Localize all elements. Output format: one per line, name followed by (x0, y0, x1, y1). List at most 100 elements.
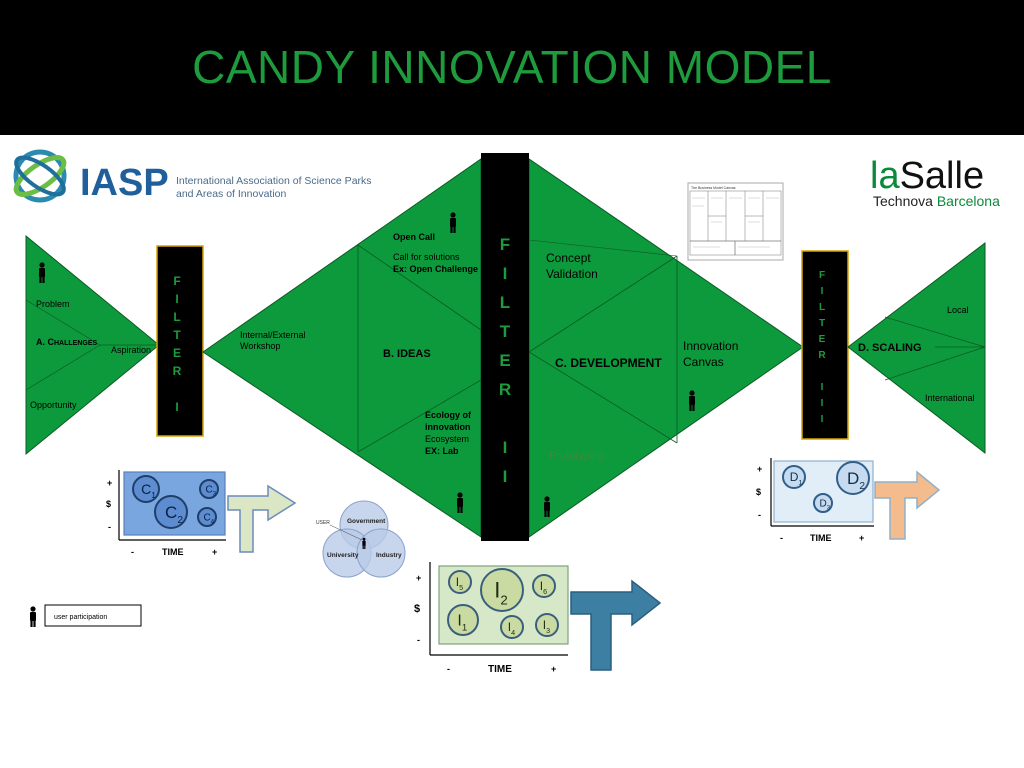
bubble-subscript: 1 (798, 478, 802, 487)
canvas-thumbnail-title: The Business Model Canvas (691, 186, 736, 190)
filter-letter: E (819, 334, 826, 345)
bubble-letter: I (457, 613, 461, 630)
filter-letter: F (500, 235, 510, 254)
bubble-letter: C (165, 503, 177, 522)
bubble-letter: C (206, 485, 213, 496)
chart-i-y-plus: + (416, 573, 421, 583)
bubble-label: I3 (543, 618, 550, 635)
lasalle-name-salle: Salle (900, 155, 985, 197)
lasalle-name: laSalle (870, 155, 984, 197)
chart-d-y-plus: + (757, 464, 762, 474)
filter-letter: I (821, 286, 824, 297)
chart-d-x-plus: + (859, 533, 864, 543)
bubble (480, 568, 524, 612)
user-icon (30, 606, 36, 627)
bubble-label: I6 (540, 579, 547, 596)
ideas-workshop-line1: Internal/External (240, 330, 306, 340)
chart-i-y-dollar: $ (414, 603, 420, 615)
bubble (447, 604, 479, 636)
lasalle-subtitle: Technova Barcelona (873, 193, 1000, 209)
bubble-label: D1 (790, 470, 803, 487)
legend-user-participation: user participation (54, 614, 107, 621)
chart-i-y-minus: - (417, 635, 420, 645)
ideas-label: B. IDEAS (383, 348, 431, 360)
filter-1-bar (156, 245, 204, 437)
ideas-call-line2: Ex: Open Challenge (393, 264, 478, 274)
filter-letter: I (503, 467, 508, 486)
bubble (448, 570, 472, 594)
bubble-letter: I (508, 620, 511, 634)
challenges-triangle (25, 234, 160, 456)
bubble-subscript: 5 (459, 583, 463, 592)
ideas-workshop-line2: Workshop (240, 341, 280, 351)
ideas-ecology-line2: innovation (425, 422, 471, 432)
chart-c-x-minus: - (131, 547, 134, 557)
development-concept-line1: Concept (546, 251, 591, 265)
bubble-label: C4 (204, 513, 215, 526)
bubble-letter: C (141, 481, 151, 497)
bubble (199, 479, 219, 499)
filter-letter: R (173, 364, 182, 378)
filter-letter: L (173, 310, 180, 324)
scaling-label: D. SCALING (858, 342, 922, 354)
bubble-subscript: 2 (177, 515, 183, 526)
bubble (535, 613, 559, 637)
bubble-label: I2 (494, 578, 507, 608)
challenges-opportunity: Opportunity (30, 400, 77, 410)
bubble-letter: D (790, 470, 799, 484)
challenges-aspiration: Aspiration (111, 345, 151, 355)
challenges-label-rest: HALLENGES (54, 340, 98, 347)
filter-letter: I (503, 438, 508, 457)
bubble-subscript: 6 (543, 587, 547, 596)
bubble (813, 493, 833, 513)
lasalle-barcelona: Barcelona (937, 193, 1000, 209)
bubble-label: D2 (847, 469, 865, 492)
challenges-label: A. CHALLENGES (36, 337, 98, 347)
bubble-letter: C (204, 513, 211, 524)
chart-i-x-minus: - (447, 664, 450, 674)
legend-box (44, 604, 142, 627)
bubble-label: C3 (206, 485, 217, 498)
development-label: C. DEVELOPMENT (555, 356, 662, 370)
chart-i-x-label: TIME (488, 664, 512, 675)
filter-letter: L (500, 293, 510, 312)
lasalle-logo: laSalle Technova Barcelona (870, 155, 1000, 209)
bubble (532, 574, 556, 598)
chart-c-x-plus: + (212, 547, 217, 557)
bubble (500, 615, 524, 639)
challenges-problem: Problem (36, 299, 70, 309)
bubble-subscript: 3 (546, 626, 550, 635)
bubble-subscript: 1 (462, 622, 467, 633)
arrow-i (570, 579, 662, 671)
slide-title: CANDY INNOVATION MODEL (192, 41, 832, 93)
bubble-label: I1 (457, 613, 467, 634)
chart-d-x-minus: - (780, 533, 783, 543)
development-canvas-line2: Canvas (683, 355, 724, 369)
iasp-line2: and Areas of Innovation (176, 188, 286, 200)
legend: user participation (30, 604, 142, 627)
iasp-abbr: IASP (80, 162, 169, 204)
chart-c-y-plus: + (107, 478, 112, 488)
bubble-subscript: 3 (213, 492, 217, 498)
filter-letter: I (175, 292, 178, 306)
filter-letter: E (499, 351, 510, 370)
filter-letter: R (499, 380, 511, 399)
iasp-line1: International Association of Science Par… (176, 175, 372, 187)
venn-university: University (327, 552, 359, 559)
chart-c-x-label: TIME (162, 547, 184, 557)
filter-letter: T (173, 328, 181, 342)
bubble-subscript: 4 (511, 628, 515, 637)
iasp-logo: IASP International Association of Scienc… (13, 149, 372, 204)
bubble-letter: I (494, 578, 500, 603)
bubble (197, 507, 217, 527)
scaling-international: International (925, 393, 975, 403)
bubble-label: D3 (820, 499, 831, 512)
filter-2-bar (481, 153, 529, 541)
venn-industry-circle (356, 528, 406, 578)
development-prototyping: Prototyping (549, 450, 605, 462)
filter-letter: T (500, 322, 511, 341)
